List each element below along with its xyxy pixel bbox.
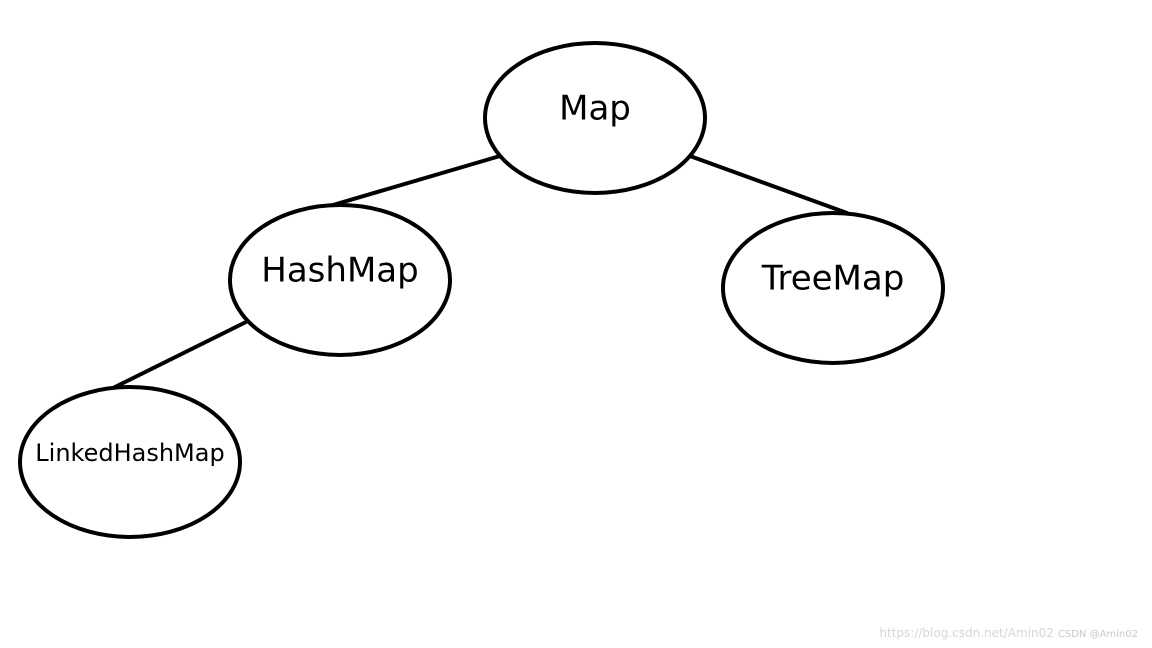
node-linkedhashmap-label: LinkedHashMap (35, 439, 224, 467)
watermark-brand: CSDN @Amin02 (1057, 629, 1138, 640)
watermark-url: https://blog.csdn.net/Amin02 (879, 626, 1054, 640)
node-treemap: TreeMap (721, 211, 945, 365)
node-hashmap: HashMap (228, 203, 452, 357)
node-linkedhashmap: LinkedHashMap (18, 385, 242, 539)
node-treemap-label: TreeMap (761, 259, 905, 299)
node-map: Map (483, 41, 707, 195)
edge-map-to-treemap (688, 154, 849, 215)
node-hashmap-ellipse (228, 203, 452, 357)
node-linkedhashmap-ellipse (18, 385, 242, 539)
node-treemap-ellipse (721, 211, 945, 365)
edge-layer (111, 154, 849, 390)
edge-hashmap-to-linkedhashmap (111, 320, 248, 390)
node-map-label: Map (559, 89, 631, 129)
node-hashmap-label: HashMap (261, 251, 418, 291)
node-map-ellipse (483, 41, 707, 195)
edge-map-to-hashmap (331, 154, 502, 207)
